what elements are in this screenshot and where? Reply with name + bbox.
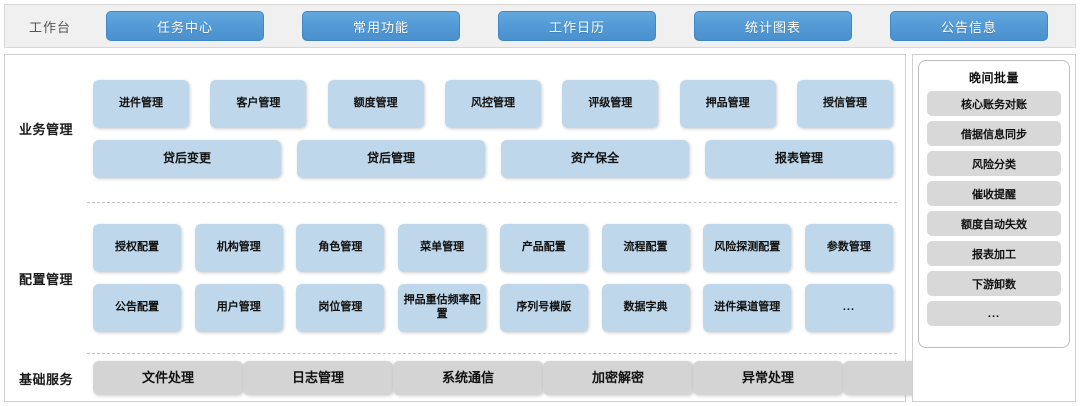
batch-item-auto-limit-expiry[interactable]: 额度自动失效 [927, 211, 1061, 236]
section-divider-1 [87, 202, 897, 203]
tile-customer-management[interactable]: 客户管理 [210, 79, 307, 128]
tab-slot: 任务中心 [87, 11, 283, 41]
tile-risk-control-management[interactable]: 风控管理 [444, 79, 541, 128]
section-label-basic-services: 基础服务 [18, 371, 73, 387]
tile-encryption-decryption[interactable]: 加密解密 [543, 361, 693, 395]
module-map-panel: 业务管理 进件管理 客户管理 额度管理 风控管理 评级管理 押品管理 授信管理 … [4, 54, 993, 402]
tab-slot: 工作日历 [479, 11, 675, 41]
tile-position-management[interactable]: 岗位管理 [296, 284, 385, 332]
section-basic-services: 基础服务 文件处理 日志管理 系统通信 加密解密 异常处理 ... [5, 354, 993, 402]
tile-application-management[interactable]: 进件管理 [93, 79, 189, 128]
tile-process-config[interactable]: 流程配置 [601, 224, 690, 272]
tile-authorization-config[interactable]: 授权配置 [93, 224, 181, 272]
tile-system-communication[interactable]: 系统通信 [393, 361, 543, 395]
tile-announcement-config[interactable]: 公告配置 [93, 284, 181, 332]
tile-menu-management[interactable]: 菜单管理 [398, 224, 487, 272]
tile-report-management[interactable]: 报表管理 [705, 139, 893, 178]
section-tiles-configuration: 授权配置 机构管理 角色管理 菜单管理 产品配置 流程配置 风险探测配置 参数管… [87, 203, 905, 353]
night-batch-title: 晚间批量 [968, 71, 1019, 85]
section-configuration-management: 配置管理 授权配置 机构管理 角色管理 菜单管理 产品配置 流程配置 风险探测配… [5, 203, 905, 353]
tab-work-calendar[interactable]: 工作日历 [498, 11, 656, 41]
night-batch-panel: 晚间批量 核心账务对账 借据信息同步 风险分类 催收提醒 额度自动失效 报表加工… [912, 54, 1076, 402]
batch-item-core-accounting-reconciliation[interactable]: 核心账务对账 [927, 91, 1061, 116]
tile-more-configuration[interactable]: ... [804, 284, 893, 332]
section-tiles-business: 进件管理 客户管理 额度管理 风控管理 评级管理 押品管理 授信管理 贷后变更 … [87, 55, 905, 202]
tab-statistics-charts[interactable]: 统计图表 [694, 11, 852, 41]
tile-log-management[interactable]: 日志管理 [243, 361, 393, 395]
batch-item-downstream-unload[interactable]: 下游卸数 [927, 271, 1061, 296]
tile-role-management[interactable]: 角色管理 [296, 224, 385, 272]
section-label-configuration: 配置管理 [18, 271, 73, 287]
tile-data-dictionary[interactable]: 数据字典 [601, 284, 690, 332]
batch-item-report-processing[interactable]: 报表加工 [927, 241, 1061, 266]
night-batch-card: 晚间批量 核心账务对账 借据信息同步 风险分类 催收提醒 额度自动失效 报表加工… [918, 60, 1070, 348]
tile-row: 文件处理 日志管理 系统通信 加密解密 异常处理 ... [87, 361, 1005, 395]
header-tab-list: 任务中心 常用功能 工作日历 统计图表 公告信息 [87, 11, 1067, 41]
tile-credit-limit-management[interactable]: 额度管理 [327, 79, 424, 128]
tile-post-loan-change[interactable]: 贷后变更 [93, 139, 281, 178]
section-business-management: 业务管理 进件管理 客户管理 额度管理 风控管理 评级管理 押品管理 授信管理 … [5, 55, 905, 202]
night-batch-item-list: 核心账务对账 借据信息同步 风险分类 催收提醒 额度自动失效 报表加工 下游卸数… [927, 91, 1061, 341]
tile-organization-management[interactable]: 机构管理 [194, 224, 283, 272]
section-divider-2 [87, 353, 897, 354]
batch-item-risk-classification[interactable]: 风险分类 [927, 151, 1061, 176]
batch-item-loan-note-sync[interactable]: 借据信息同步 [927, 121, 1061, 146]
tile-serial-number-template[interactable]: 序列号模版 [499, 284, 588, 332]
tile-row: 贷后变更 贷后管理 资产保全 报表管理 [87, 139, 905, 178]
tab-announcements[interactable]: 公告信息 [890, 11, 1048, 41]
section-tiles-basic-services: 文件处理 日志管理 系统通信 加密解密 异常处理 ... [87, 354, 1005, 402]
tile-post-loan-management[interactable]: 贷后管理 [297, 139, 485, 178]
batch-item-more[interactable]: ... [927, 301, 1061, 326]
header-bar: 工作台 任务中心 常用功能 工作日历 统计图表 公告信息 [4, 4, 1076, 48]
tile-row: 授权配置 机构管理 角色管理 菜单管理 产品配置 流程配置 风险探测配置 参数管… [87, 224, 905, 272]
tile-credit-granting-management[interactable]: 授信管理 [796, 79, 893, 128]
tile-exception-handling[interactable]: 异常处理 [693, 361, 843, 395]
tile-asset-preservation[interactable]: 资产保全 [501, 139, 689, 178]
tab-task-center[interactable]: 任务中心 [106, 11, 264, 41]
tile-risk-detection-config[interactable]: 风险探测配置 [703, 224, 792, 272]
page-title: 工作台 [28, 19, 71, 35]
tile-row: 进件管理 客户管理 额度管理 风控管理 评级管理 押品管理 授信管理 [87, 79, 905, 128]
tile-product-config[interactable]: 产品配置 [499, 224, 588, 272]
tile-collateral-revaluation-frequency-config[interactable]: 押品重估频率配置 [398, 284, 487, 332]
batch-item-collection-reminder[interactable]: 催收提醒 [927, 181, 1061, 206]
tile-parameter-management[interactable]: 参数管理 [804, 224, 893, 272]
tile-rating-management[interactable]: 评级管理 [562, 79, 659, 128]
tab-slot: 统计图表 [675, 11, 871, 41]
tile-row: 公告配置 用户管理 岗位管理 押品重估频率配置 序列号模版 数据字典 进件渠道管… [87, 284, 905, 332]
tile-user-management[interactable]: 用户管理 [194, 284, 283, 332]
tab-slot: 常用功能 [283, 11, 479, 41]
tab-common-functions[interactable]: 常用功能 [302, 11, 460, 41]
tile-application-channel-management[interactable]: 进件渠道管理 [703, 284, 792, 332]
tile-file-processing[interactable]: 文件处理 [93, 361, 243, 395]
tile-collateral-management[interactable]: 押品管理 [679, 79, 776, 128]
section-label-business: 业务管理 [18, 122, 73, 137]
tab-slot: 公告信息 [871, 11, 1067, 41]
